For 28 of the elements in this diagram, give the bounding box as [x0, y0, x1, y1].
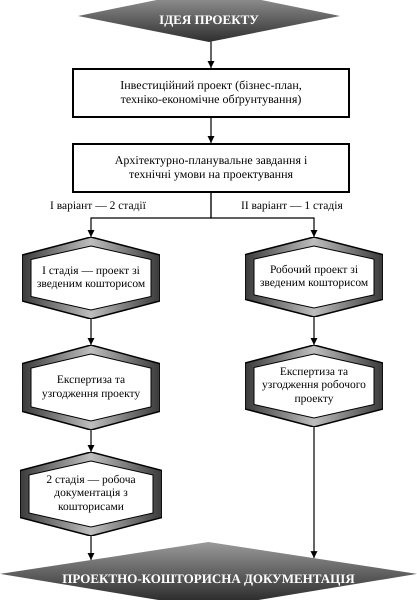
- start-banner: [78, 0, 340, 42]
- hexagon-node: [22, 237, 160, 319]
- node-text: 2 стадія — робоча документація з кошторисами: [45, 474, 137, 514]
- edge-label: ІІ варіант — 1 стадія: [240, 201, 344, 212]
- arrow: [88, 319, 94, 345]
- arrow: [208, 42, 214, 68]
- node-text: Експертиза та узгодження робочого проекту: [261, 366, 367, 406]
- arrow: [310, 427, 318, 558]
- process-box: [72, 143, 350, 193]
- banner-text: ПРОЕКТНО-КОШТОРИСНА ДОКУМЕНТАЦІЯ: [62, 571, 355, 586]
- hexagon-node: [245, 237, 383, 317]
- end-banner: [0, 542, 417, 600]
- hexagon-node: [245, 345, 383, 427]
- node-text: Експертиза та узгодження проекту: [40, 374, 142, 401]
- process-box: [72, 68, 350, 118]
- banner-text: ІДЕЯ ПРОЕКТУ: [159, 12, 259, 27]
- node-text: Архітектурно-планувальне завдання і технічні умови на проектування: [114, 154, 308, 182]
- hexagon-node: [20, 452, 162, 536]
- arrow: [88, 430, 94, 452]
- arrow: [208, 118, 214, 143]
- node-text: Робочий проект зі зведеним кошторисом: [258, 264, 370, 290]
- arrow: [210, 193, 318, 237]
- node-text: І стадія — проект зі зведеним кошторисом: [36, 264, 146, 292]
- arrow: [310, 317, 318, 345]
- node-text: Інвестиційний проект (бізнес-план, техніко-економічне обґрунтування): [119, 79, 303, 107]
- edge-label: І варіант — 2 стадії: [49, 201, 147, 212]
- arrow: [88, 536, 94, 560]
- hexagon-node: [22, 345, 160, 430]
